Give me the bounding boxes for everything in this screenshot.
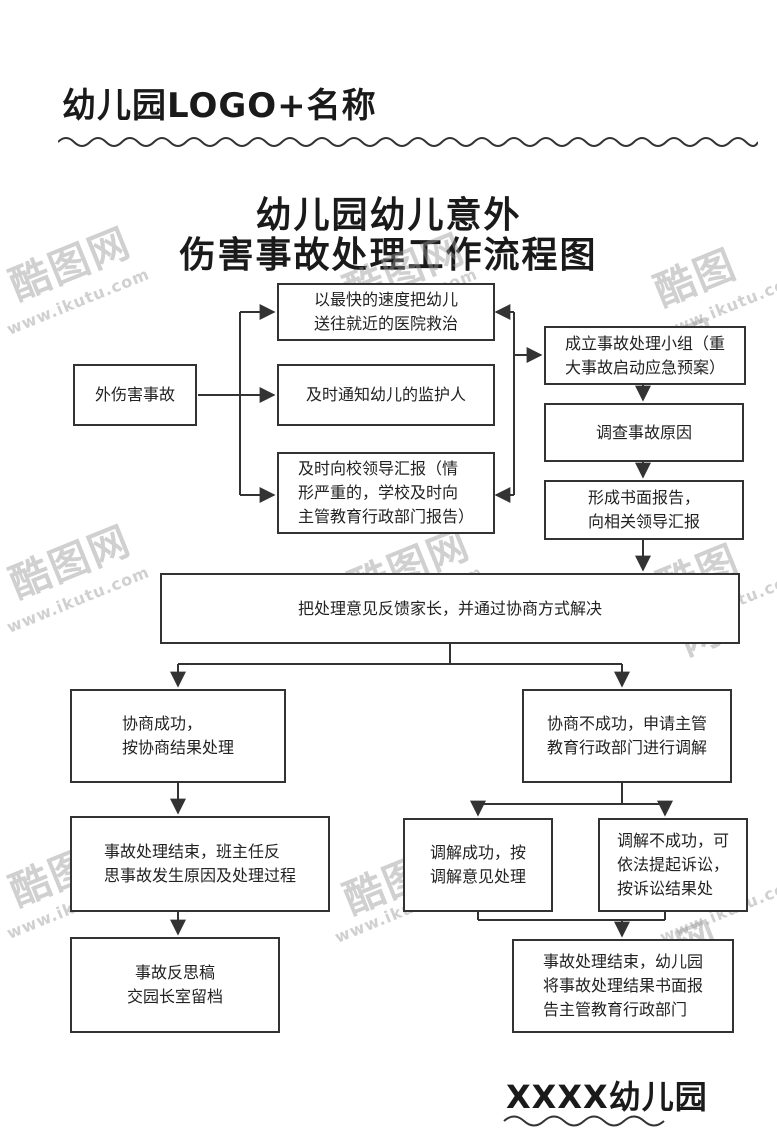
report-leaders-label: 及时向校领导汇报（情 形严重的，学校及时向 主管教育行政部门报告） bbox=[297, 459, 474, 526]
footer-school-name: XXXX幼儿园 bbox=[506, 1078, 708, 1116]
start-accident-box: 外伤害事故 bbox=[73, 364, 197, 426]
mediation-success-label: 调解成功，按 调解意见处理 bbox=[429, 843, 526, 886]
ornamental-divider bbox=[58, 137, 758, 147]
written-report-label: 形成书面报告， 向相关领导汇报 bbox=[587, 488, 700, 531]
feedback-parents-box: 把处理意见反馈家长，并通过协商方式解决 bbox=[160, 573, 740, 644]
negotiation-success-box: 协商成功， 按协商结果处理 bbox=[70, 689, 286, 783]
footer-ornament bbox=[503, 1115, 665, 1127]
archive-label: 事故反思稿 交园长室留档 bbox=[126, 963, 223, 1006]
negotiation-fail-box: 协商不成功，申请主管 教育行政部门进行调解 bbox=[522, 689, 732, 783]
incident-team-box: 成立事故处理小组（重 大事故启动应急预案） bbox=[544, 326, 746, 385]
end-teacher-reflect-label: 事故处理结束，班主任反 思事故发生原因及处理过程 bbox=[103, 842, 296, 885]
incident-team-label: 成立事故处理小组（重 大事故启动应急预案） bbox=[564, 333, 725, 377]
negotiation-fail-label: 协商不成功，申请主管 教育行政部门进行调解 bbox=[546, 714, 707, 757]
end-teacher-reflect-box: 事故处理结束，班主任反 思事故发生原因及处理过程 bbox=[70, 816, 330, 912]
chart-title-line2: 伤害事故处理工作流程图 bbox=[179, 234, 598, 276]
written-report-box: 形成书面报告， 向相关领导汇报 bbox=[544, 480, 744, 540]
chart-title-line1: 幼儿园幼儿意外 bbox=[255, 194, 522, 236]
investigate-box: 调查事故原因 bbox=[544, 403, 744, 462]
hospital-label: 以最快的速度把幼儿 送往就近的医院救治 bbox=[313, 290, 458, 333]
end-report-label: 事故处理结束，幼儿园 将事故处理结果书面报 告主管教育行政部门 bbox=[542, 952, 703, 1019]
report-leaders-box: 及时向校领导汇报（情 形严重的，学校及时向 主管教育行政部门报告） bbox=[277, 452, 495, 534]
archive-box: 事故反思稿 交园长室留档 bbox=[70, 937, 280, 1033]
start-accident-label: 外伤害事故 bbox=[94, 385, 175, 404]
feedback-parents-label: 把处理意见反馈家长，并通过协商方式解决 bbox=[297, 598, 602, 618]
mediation-fail-box: 调解不成功，可 依法提起诉讼， 按诉讼结果处 bbox=[598, 818, 748, 912]
logo-name-heading: 幼儿园LOGO+名称 bbox=[62, 86, 377, 126]
hospital-box: 以最快的速度把幼儿 送往就近的医院救治 bbox=[277, 283, 495, 341]
end-report-box: 事故处理结束，幼儿园 将事故处理结果书面报 告主管教育行政部门 bbox=[512, 939, 734, 1033]
mediation-success-box: 调解成功，按 调解意见处理 bbox=[403, 818, 553, 912]
notify-guardian-box: 及时通知幼儿的监护人 bbox=[277, 364, 495, 426]
mediation-fail-label: 调解不成功，可 依法提起诉讼， 按诉讼结果处 bbox=[616, 831, 729, 898]
notify-guardian-label: 及时通知幼儿的监护人 bbox=[305, 385, 466, 404]
investigate-label: 调查事故原因 bbox=[595, 422, 692, 442]
negotiation-success-label: 协商成功， 按协商结果处理 bbox=[121, 714, 234, 757]
